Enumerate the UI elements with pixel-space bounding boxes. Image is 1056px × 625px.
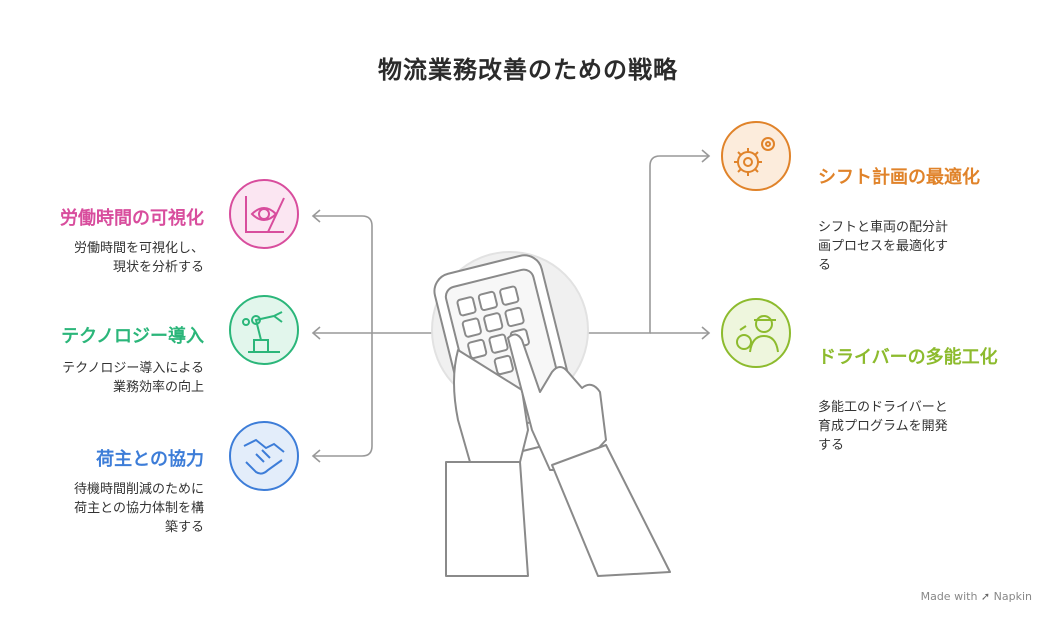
heading-visualize-hours: 労働時間の可視化 <box>60 208 204 229</box>
desc-shipper-cooperation: 待機時間削減のために 荷主との協力体制を構 築する <box>73 482 204 535</box>
heading-technology: テクノロジー導入 <box>61 326 204 347</box>
connector-shipper <box>314 333 373 457</box>
connector-visualize <box>314 215 432 334</box>
heading-shipper-cooperation: 荷主との協力 <box>96 449 204 470</box>
eye-chart-icon <box>229 179 299 249</box>
right-connectors <box>588 149 711 340</box>
driver-icon <box>721 298 791 368</box>
desc-shift-optimization: シフトと車両の配分計 画プロセスを最適化す る <box>818 220 949 273</box>
watermark-prefix: Made with <box>920 590 978 603</box>
watermark-brand: Napkin <box>993 590 1032 603</box>
heading-shift-optimization: シフト計画の最適化 <box>818 167 980 188</box>
left-connectors <box>311 209 432 463</box>
desc-visualize-hours: 労働時間を可視化し、 現状を分析する <box>73 241 204 275</box>
gears-icon <box>721 121 791 191</box>
watermark[interactable]: Made with ➚ Napkin <box>921 590 1032 603</box>
connector-shift <box>588 155 708 334</box>
desc-technology: テクノロジー導入による 業務効率の向上 <box>62 361 204 395</box>
napkin-logo-icon: ➚ <box>980 590 991 603</box>
page-title: 物流業務改善のための戦略 <box>378 56 678 84</box>
handshake-icon <box>229 421 299 491</box>
robot-arm-icon <box>229 295 299 365</box>
hands-holding-phone-icon <box>431 251 671 577</box>
desc-driver-multiskill: 多能工のドライバーと 育成プログラムを開発 する <box>818 400 948 453</box>
heading-driver-multiskill: ドライバーの多能工化 <box>818 347 998 368</box>
